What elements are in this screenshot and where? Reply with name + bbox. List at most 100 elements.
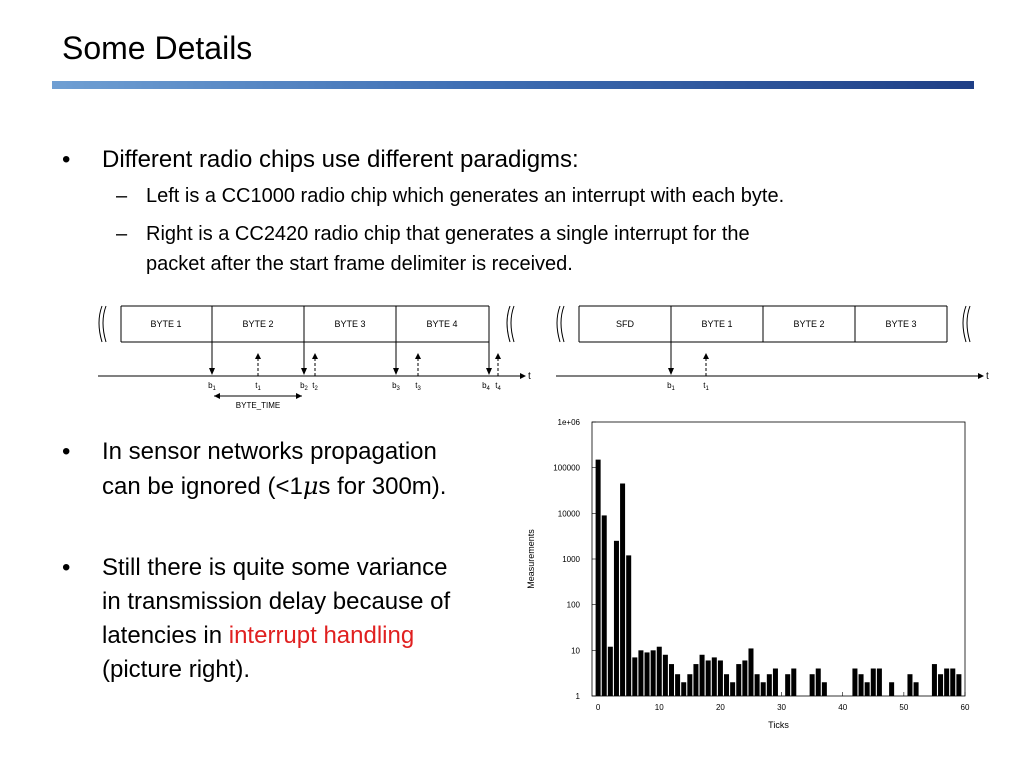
bullet-text-line1: Still there is quite some variance [102,554,448,581]
right-box-sfd: SFD [616,319,635,329]
histogram-bar [907,674,913,696]
left-marker-b4: b4 [482,381,490,392]
histogram-bar [650,650,656,696]
histogram-bar [632,657,638,696]
left-marker-t1: t1 [255,381,261,392]
histogram-bar [931,664,937,696]
left-box-byte2: BYTE 2 [242,319,273,329]
timing-diagram-cc2420: SFD BYTE 1 BYTE 2 BYTE 3 t b1 t1 [556,305,989,392]
histogram-bar [724,674,730,696]
histogram-bar [809,674,815,696]
highlight-interrupt-handling: interrupt handling [228,622,415,649]
histogram-bar [644,652,650,696]
histogram-bar [913,682,919,696]
histogram-bar [705,660,711,696]
histogram-bar [821,682,827,696]
x-tick-label: 50 [899,703,908,712]
histogram-bar [864,682,870,696]
x-tick-label: 30 [777,703,786,712]
y-tick-label: 100000 [553,464,580,473]
bullet-symbol: • [62,554,71,581]
y-tick-label: 1e+06 [558,418,581,427]
histogram-bar [791,668,797,696]
bullet-text: Different radio chips use different para… [102,146,579,173]
subbullet-text-line2: packet after the start frame delimiter i… [146,253,573,275]
bullet-text-line3: latencies in interrupt handling [102,620,414,652]
text-fragment: can be ignored (<1 [102,473,303,500]
histogram-bar [858,674,864,696]
x-tick-label: 40 [838,703,847,712]
left-marker-t4: t4 [495,381,501,392]
histogram-bar [607,646,613,696]
histogram-bar [748,648,754,696]
x-tick-label: 20 [716,703,725,712]
histogram-bar [693,664,699,696]
subbullet-text: Left is a CC1000 radio chip which genera… [146,185,785,207]
histogram-bar [772,668,778,696]
left-box-byte4: BYTE 4 [426,319,457,329]
text-fragment: latencies in [102,622,229,649]
right-box-byte1: BYTE 1 [701,319,732,329]
histogram-bar [876,668,882,696]
mu-symbol: μ [302,472,319,500]
y-tick-label: 1 [576,692,581,701]
histogram-bar [956,674,962,696]
right-axis-label: t [986,371,989,382]
histogram-bar [870,668,876,696]
chart-y-axis-label: Measurements [526,529,536,589]
bullet-text-line2: in transmission delay because of [102,588,451,615]
x-tick-label: 0 [596,703,601,712]
histogram-bar [699,654,705,696]
histogram-bar [675,674,681,696]
left-marker-b2: b2 [300,381,308,392]
y-tick-label: 100 [567,601,581,610]
histogram-bar [711,657,717,696]
histogram-bar [613,540,619,696]
left-box-byte1: BYTE 1 [150,319,181,329]
chart-x-axis-label: Ticks [768,720,789,730]
left-marker-t3: t3 [415,381,421,392]
histogram-bar [950,668,956,696]
latency-histogram-chart: 1 10 100 1000 10000 100000 1e+06 0 10 20 30 40 50 60… [526,418,970,730]
right-box-byte3: BYTE 3 [885,319,916,329]
x-tick-label: 60 [961,703,970,712]
right-marker-t1: t1 [703,381,709,392]
left-span-label: BYTE_TIME [236,401,280,410]
histogram-bar [656,646,662,696]
histogram-bar [742,660,748,696]
y-tick-label: 1000 [562,555,580,564]
left-axis-label: t [528,371,531,382]
x-tick-label: 10 [655,703,664,712]
histogram-bar [595,459,601,696]
histogram-bar [662,654,668,696]
histogram-bar [717,660,723,696]
bullet-symbol: • [62,438,71,465]
y-tick-label: 10000 [558,509,581,518]
histogram-bar [938,674,944,696]
histogram-bar [944,668,950,696]
bullet-text-line4: (picture right). [102,656,251,683]
histogram-bar [736,664,742,696]
bullet-text-line2: can be ignored (<1μs for 300m). [102,470,446,503]
subbullet-text-line1: Right is a CC2420 radio chip that genera… [146,223,750,245]
histogram-bar [815,668,821,696]
histogram-bar [754,674,760,696]
dash-symbol: – [116,223,128,245]
dash-symbol: – [116,185,128,207]
left-marker-b3: b3 [392,381,400,392]
histogram-bar [889,682,895,696]
histogram-bar [730,682,736,696]
histogram-bar [766,674,772,696]
left-marker-b1: b1 [208,381,216,392]
right-marker-b1: b1 [667,381,675,392]
y-tick-label: 10 [571,646,580,655]
histogram-bar [681,682,687,696]
title-underline-bar [52,81,974,89]
timing-diagram-cc1000: BYTE 1 BYTE 2 BYTE 3 BYTE 4 t b1 t1 b2 t… [98,305,531,410]
histogram-bar [620,483,626,696]
text-fragment: s for 300m). [318,473,447,500]
histogram-bar [760,682,766,696]
histogram-bar [852,668,858,696]
bullet-text-line1: In sensor networks propagation [102,438,437,465]
bullet-symbol: • [62,146,71,173]
